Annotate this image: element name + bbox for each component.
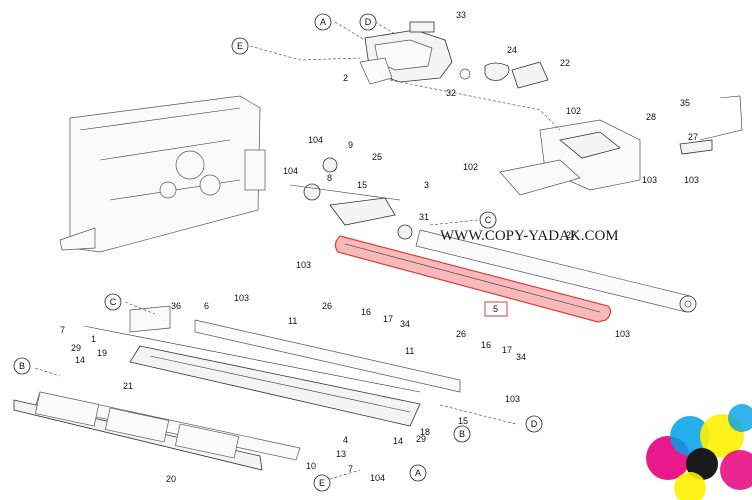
part-label: 103 — [234, 293, 249, 303]
part-label: 29 — [71, 343, 81, 353]
callout-B-right: B — [453, 425, 471, 443]
part-label: 104 — [283, 166, 298, 176]
gear-train — [289, 157, 413, 240]
cmyk-logo-icon — [646, 404, 752, 500]
part-label: 16 — [361, 307, 371, 317]
part-label: 13 — [336, 449, 346, 459]
svg-text:5: 5 — [493, 304, 498, 314]
part-label: 28 — [646, 112, 656, 122]
part-label: 4 — [343, 435, 348, 445]
callout-D-right: D — [525, 415, 543, 433]
part-5-box: 5 — [484, 301, 508, 317]
part-label: 26 — [322, 301, 332, 311]
part-label: 8 — [327, 173, 332, 183]
right-frame-assembly — [499, 95, 743, 196]
part-label: 7 — [348, 464, 353, 474]
callout-B-left: B — [13, 357, 31, 375]
callout-D-top: D — [359, 13, 377, 31]
part-label: 14 — [75, 355, 85, 365]
part-label: 15 — [357, 180, 367, 190]
part-label: 26 — [456, 329, 466, 339]
part-label: 11 — [405, 346, 414, 356]
part-label: 17 — [502, 345, 512, 355]
part-label: 3 — [424, 180, 429, 190]
svg-text:A: A — [320, 17, 326, 27]
part-label: 34 — [400, 319, 410, 329]
part-label: 102 — [463, 162, 478, 172]
part-label: 9 — [348, 140, 353, 150]
part-label: 17 — [383, 314, 393, 324]
part-label: 2 — [343, 73, 348, 83]
part-label: 19 — [97, 348, 107, 358]
highlighted-part-5 — [334, 235, 612, 323]
svg-text:C: C — [110, 297, 117, 307]
leader-lines — [34, 21, 561, 483]
part-label: 102 — [566, 106, 581, 116]
part-label: 103 — [684, 175, 699, 185]
callout-C-left: C — [104, 293, 122, 311]
part-label: 36 — [171, 301, 181, 311]
svg-text:A: A — [415, 468, 421, 478]
part-label: 25 — [372, 152, 382, 162]
part-label: 103 — [505, 394, 520, 404]
part-label: 27 — [566, 230, 576, 240]
part-label: 29 — [416, 434, 426, 444]
callout-E-top: E — [231, 37, 249, 55]
part-label: 24 — [507, 45, 517, 55]
part-label: 32 — [446, 88, 456, 98]
callout-A-top: A — [314, 13, 332, 31]
part-label: 18 — [420, 427, 430, 437]
part-label: 27 — [688, 132, 698, 142]
part-label: 33 — [456, 10, 466, 20]
part-labels: 33 24 22 2 32 35 102 28 27 104 9 25 104 … — [60, 10, 699, 484]
part-label: 11 — [288, 316, 297, 326]
part-label: 31 — [419, 212, 429, 222]
part-label: 20 — [166, 474, 176, 484]
lower-guide-plates — [13, 305, 461, 471]
part-label: 1 — [91, 334, 96, 344]
part-label: 21 — [123, 381, 133, 391]
part-label: 103 — [296, 260, 311, 270]
callout-circles: A D E C C B B D A E — [13, 13, 543, 492]
part-label: 103 — [642, 175, 657, 185]
svg-text:B: B — [459, 429, 465, 439]
svg-text:C: C — [485, 215, 492, 225]
callout-A-bottom: A — [409, 464, 427, 482]
part-label: 6 — [204, 301, 209, 311]
svg-text:E: E — [319, 478, 325, 488]
part-label: 10 — [306, 461, 316, 471]
left-side-frame — [59, 95, 266, 253]
part-label: 16 — [481, 340, 491, 350]
callout-E-bottom: E — [313, 474, 331, 492]
callout-C-right: C — [479, 211, 497, 229]
part-label: 7 — [60, 325, 65, 335]
svg-text:E: E — [237, 41, 243, 51]
svg-text:B: B — [19, 361, 25, 371]
part-label: 15 — [458, 416, 468, 426]
part-label: 22 — [560, 58, 570, 68]
part-label: 103 — [615, 329, 630, 339]
part-label: 34 — [516, 352, 526, 362]
part-label: 104 — [308, 135, 323, 145]
part-label: 35 — [680, 98, 690, 108]
part-label: 14 — [393, 436, 403, 446]
upper-roller — [415, 229, 697, 313]
svg-text:D: D — [531, 419, 538, 429]
top-bracket-assembly — [359, 21, 549, 89]
watermark-text: WWW.COPY-YADAK.COM — [440, 228, 619, 244]
svg-text:D: D — [365, 17, 372, 27]
part-label: 104 — [370, 473, 385, 483]
